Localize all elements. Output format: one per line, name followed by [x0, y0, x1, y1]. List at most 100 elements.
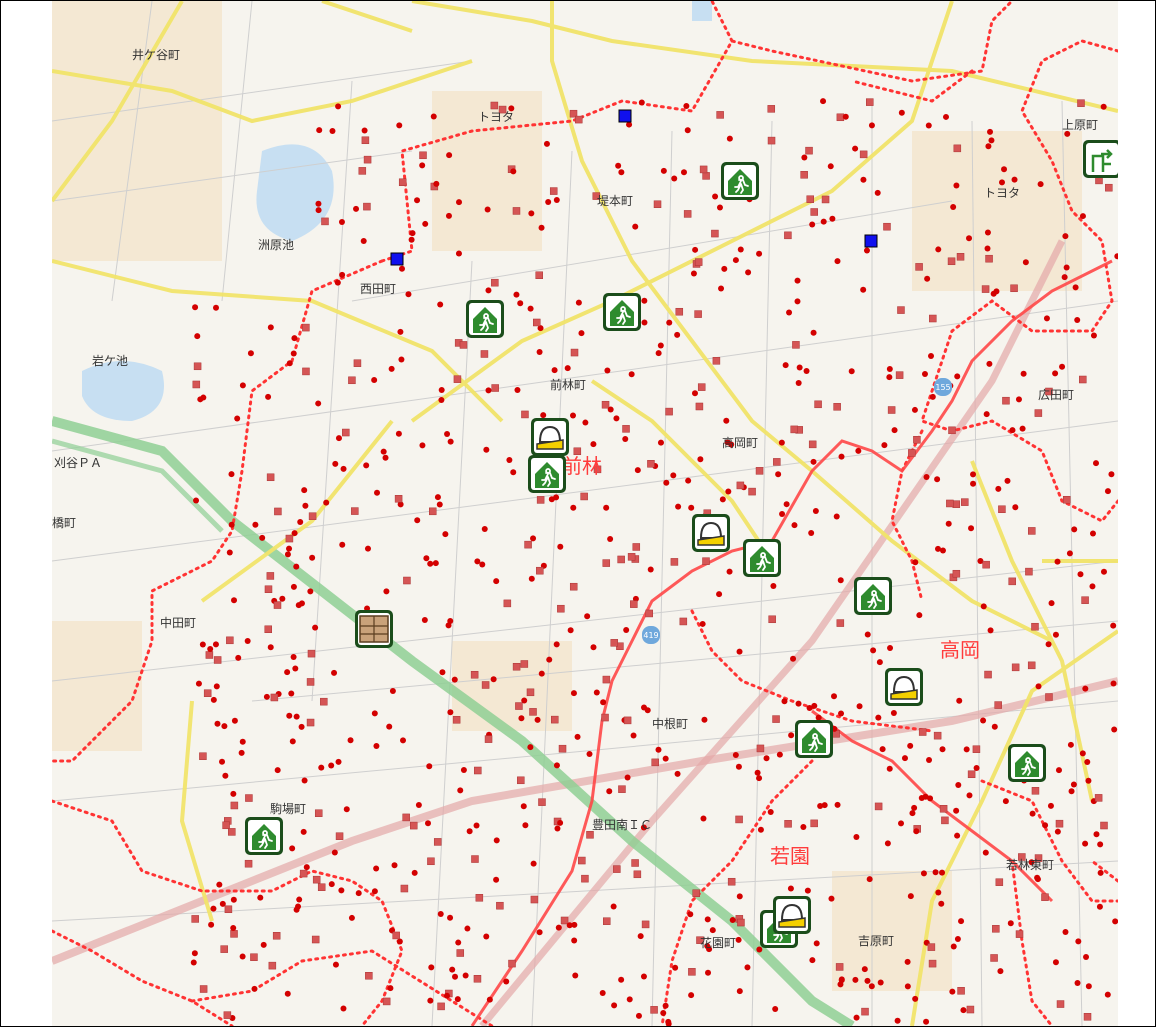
shelter-facility-icon[interactable] [531, 418, 569, 456]
facility-square [475, 894, 484, 902]
station-square[interactable] [618, 109, 632, 123]
facility-square [602, 675, 611, 684]
poi-markers[interactable] [245, 140, 1118, 948]
facility-square [767, 105, 776, 113]
facility-dot [665, 1018, 672, 1025]
evacuation-site-icon[interactable] [795, 720, 833, 758]
facility-square [403, 576, 411, 585]
facility-dot [1090, 332, 1097, 339]
facility-dot [210, 696, 217, 703]
facility-dot [1066, 550, 1073, 557]
station-square[interactable] [864, 234, 878, 248]
facility-dot [719, 496, 726, 503]
area-label: 若園 [770, 844, 810, 868]
facility-square [409, 821, 418, 830]
facility-dot [732, 752, 739, 759]
facility-dot [228, 471, 235, 478]
facility-dot [301, 487, 308, 494]
facility-dot [610, 903, 617, 910]
facility-square [683, 210, 692, 218]
evacuation-site-icon[interactable] [721, 162, 759, 200]
facility-dot [726, 135, 733, 142]
facility-dot [590, 441, 597, 448]
facility-dot [705, 969, 712, 976]
tsunami-shelter-icon[interactable] [1083, 140, 1118, 178]
facility-dot [339, 271, 346, 278]
facility-dot [570, 690, 577, 697]
place-label: 井ケ谷町 [132, 48, 180, 62]
facility-dot [955, 781, 962, 788]
facility-dot [628, 371, 635, 378]
evacuation-site-icon[interactable] [603, 293, 641, 331]
facility-square [213, 656, 222, 664]
facility-square [1011, 663, 1020, 672]
facility-square [602, 559, 611, 567]
facility-dot [811, 702, 818, 709]
shelter-facility-icon[interactable] [773, 896, 811, 934]
facility-square [199, 752, 207, 760]
facility-square [1079, 375, 1087, 384]
facility-dot [427, 997, 434, 1004]
facility-dot [400, 737, 407, 744]
facility-square [805, 146, 813, 155]
evacuation-site-icon[interactable] [245, 817, 283, 855]
facility-square [199, 985, 208, 993]
facility-dot [875, 714, 882, 721]
evacuation-site-icon[interactable] [466, 300, 504, 338]
facility-dot [373, 742, 380, 749]
facility-dot [338, 887, 345, 894]
facility-dot [939, 869, 946, 876]
shelter-facility-icon[interactable] [692, 514, 730, 552]
facility-square [953, 144, 962, 153]
facility-dot [235, 654, 242, 661]
facility-dot [904, 983, 911, 990]
station-square[interactable] [390, 252, 404, 266]
facility-dot [833, 513, 840, 520]
facility-dot [600, 699, 607, 706]
evacuation-site-icon[interactable] [528, 455, 566, 493]
facility-dot [772, 1005, 779, 1012]
facility-square [767, 136, 776, 145]
facility-dot [898, 109, 905, 116]
evacuation-site-icon[interactable] [854, 577, 892, 615]
facility-dot [536, 929, 543, 936]
facility-square [480, 350, 489, 358]
facility-square [433, 838, 442, 846]
facility-dot [479, 561, 486, 568]
facility-square [866, 98, 874, 106]
facility-dot [538, 224, 545, 231]
crate-lines [360, 616, 388, 642]
facility-dot [838, 453, 845, 460]
facility-dot [493, 876, 500, 883]
facility-square [570, 348, 579, 357]
facility-dot [329, 127, 336, 134]
facility-square [484, 735, 493, 743]
facility-square [623, 716, 632, 725]
facility-dot [574, 733, 581, 740]
facility-dot [557, 819, 564, 826]
facility-square [557, 604, 565, 613]
facility-dot [398, 265, 405, 272]
runner-figure [479, 313, 494, 332]
facility-dot [973, 765, 980, 772]
facility-dot [685, 477, 692, 484]
warehouse-icon[interactable] [355, 610, 393, 648]
evacuation-site-icon[interactable] [1008, 744, 1046, 782]
evacuation-site-icon[interactable] [743, 539, 781, 577]
facility-dot [348, 914, 355, 921]
shelter-facility-icon[interactable] [885, 668, 923, 706]
facility-dot [1022, 259, 1029, 266]
facility-square [538, 798, 546, 806]
facility-square [972, 745, 981, 753]
facility-dot [879, 746, 886, 753]
facility-square [675, 307, 684, 316]
facility-dot [939, 547, 946, 554]
facility-dot [387, 985, 394, 992]
facility-dot [293, 563, 300, 570]
route-shield: 155 [934, 378, 952, 396]
facility-dot [781, 698, 788, 705]
facility-square [859, 150, 868, 159]
facility-dot [997, 968, 1004, 975]
